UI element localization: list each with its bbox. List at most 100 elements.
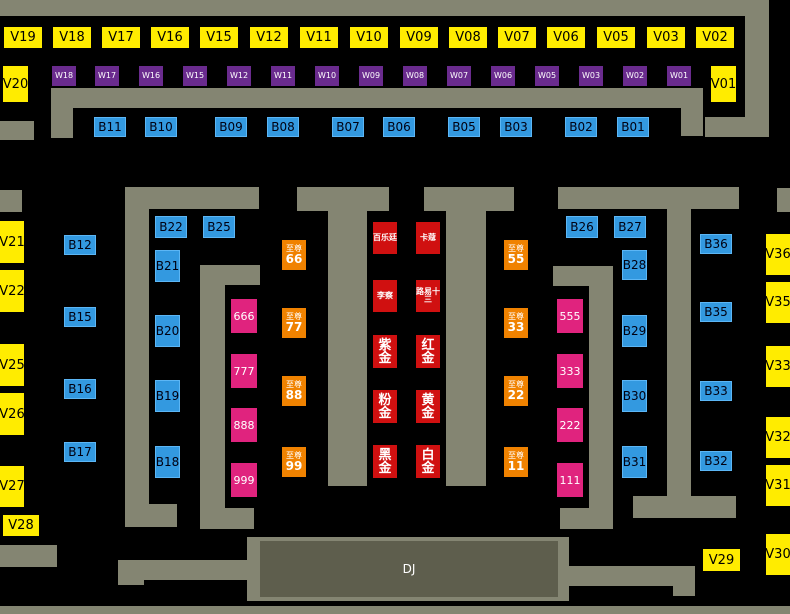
- booth-b15[interactable]: B15: [64, 307, 96, 327]
- booth-v26[interactable]: V26: [0, 393, 25, 435]
- booth-v31[interactable]: V31: [765, 465, 790, 506]
- booth-b01[interactable]: B01: [617, 117, 649, 137]
- booth-v05[interactable]: V05: [597, 27, 635, 48]
- booth-v28[interactable]: V28: [3, 515, 39, 536]
- booth-555[interactable]: 555: [557, 299, 583, 333]
- booth-w15[interactable]: W15: [183, 66, 207, 86]
- booth-zhizun-77[interactable]: 至尊 77: [282, 308, 306, 338]
- booth-zhizun-55[interactable]: 至尊 55: [504, 240, 528, 270]
- booth-v30[interactable]: V30: [765, 534, 790, 575]
- booth-b06[interactable]: B06: [383, 117, 415, 137]
- booth-w02[interactable]: W02: [623, 66, 647, 86]
- booth-v12[interactable]: V12: [250, 27, 288, 48]
- booth-v08[interactable]: V08: [449, 27, 487, 48]
- booth-b26[interactable]: B26: [566, 216, 598, 238]
- booth-baijin[interactable]: 白金: [416, 445, 440, 478]
- booth-v02[interactable]: V02: [696, 27, 734, 48]
- booth-v06[interactable]: V06: [547, 27, 585, 48]
- booth-b32[interactable]: B32: [700, 451, 732, 471]
- booth-v03[interactable]: V03: [647, 27, 685, 48]
- booth-v29[interactable]: V29: [703, 549, 740, 571]
- booth-b07[interactable]: B07: [332, 117, 364, 137]
- booth-heijin[interactable]: 黑金: [373, 445, 397, 478]
- booth-v36[interactable]: V36: [765, 234, 790, 275]
- booth-b16[interactable]: B16: [64, 379, 96, 399]
- booth-zijin[interactable]: 紫金: [373, 335, 397, 368]
- booth-v27[interactable]: V27: [0, 466, 25, 507]
- booth-hongjin[interactable]: 红金: [416, 335, 440, 368]
- booth-b02[interactable]: B02: [565, 117, 597, 137]
- booth-v16[interactable]: V16: [151, 27, 189, 48]
- booth-zhizun-66[interactable]: 至尊 66: [282, 240, 306, 270]
- booth-v33[interactable]: V33: [765, 346, 790, 387]
- booth-b05[interactable]: B05: [448, 117, 480, 137]
- booth-w05[interactable]: W05: [535, 66, 559, 86]
- booth-b20[interactable]: B20: [155, 315, 180, 347]
- booth-w10[interactable]: W10: [315, 66, 339, 86]
- booth-222[interactable]: 222: [557, 408, 583, 442]
- booth-louis-xiii[interactable]: 路易十三: [416, 280, 440, 312]
- booth-zhizun-33[interactable]: 至尊 33: [504, 308, 528, 338]
- booth-v20[interactable]: V20: [3, 66, 28, 102]
- booth-999[interactable]: 999: [231, 463, 257, 497]
- booth-w18[interactable]: W18: [52, 66, 76, 86]
- booth-w08[interactable]: W08: [403, 66, 427, 86]
- booth-v25[interactable]: V25: [0, 344, 25, 386]
- booth-b17[interactable]: B17: [64, 442, 96, 462]
- booth-zhizun-99[interactable]: 至尊 99: [282, 447, 306, 477]
- booth-b29[interactable]: B29: [622, 315, 647, 347]
- booth-zhizun-22[interactable]: 至尊 22: [504, 376, 528, 406]
- booth-w16[interactable]: W16: [139, 66, 163, 86]
- booth-b11[interactable]: B11: [94, 117, 126, 137]
- booth-b35[interactable]: B35: [700, 302, 732, 322]
- booth-b19[interactable]: B19: [155, 380, 180, 412]
- booth-b28[interactable]: B28: [622, 250, 647, 280]
- booth-w06[interactable]: W06: [491, 66, 515, 86]
- booth-777[interactable]: 777: [231, 354, 257, 388]
- booth-w12[interactable]: W12: [227, 66, 251, 86]
- booth-huangjin[interactable]: 黄金: [416, 390, 440, 423]
- booth-b36[interactable]: B36: [700, 234, 732, 254]
- booth-b18[interactable]: B18: [155, 446, 180, 478]
- booth-v01[interactable]: V01: [711, 66, 736, 102]
- booth-b08[interactable]: B08: [267, 117, 299, 137]
- booth-v10[interactable]: V10: [350, 27, 388, 48]
- booth-v11[interactable]: V11: [300, 27, 338, 48]
- booth-v19[interactable]: V19: [4, 27, 42, 48]
- booth-w03[interactable]: W03: [579, 66, 603, 86]
- booth-w11[interactable]: W11: [271, 66, 295, 86]
- booth-b25[interactable]: B25: [203, 216, 235, 238]
- booth-111[interactable]: 111: [557, 463, 583, 497]
- booth-b33[interactable]: B33: [700, 381, 732, 401]
- booth-b27[interactable]: B27: [614, 216, 646, 238]
- booth-fenjin[interactable]: 粉金: [373, 390, 397, 423]
- booth-v35[interactable]: V35: [765, 282, 790, 323]
- booth-b31[interactable]: B31: [622, 446, 647, 478]
- booth-v32[interactable]: V32: [765, 417, 790, 458]
- booth-b03[interactable]: B03: [500, 117, 532, 137]
- booth-b10[interactable]: B10: [145, 117, 177, 137]
- booth-b12[interactable]: B12: [64, 235, 96, 255]
- booth-333[interactable]: 333: [557, 354, 583, 388]
- booth-888[interactable]: 888: [231, 408, 257, 442]
- booth-kakou[interactable]: 卡蔻: [416, 222, 440, 254]
- booth-zhizun-11[interactable]: 至尊 11: [504, 447, 528, 477]
- booth-w09[interactable]: W09: [359, 66, 383, 86]
- booth-b30[interactable]: B30: [622, 380, 647, 412]
- booth-v15[interactable]: V15: [200, 27, 238, 48]
- booth-666[interactable]: 666: [231, 299, 257, 333]
- booth-b21[interactable]: B21: [155, 250, 180, 282]
- booth-zhizun-88[interactable]: 至尊 88: [282, 376, 306, 406]
- booth-bailetting[interactable]: 百乐廷: [373, 222, 397, 254]
- booth-v07[interactable]: V07: [498, 27, 536, 48]
- booth-b22[interactable]: B22: [155, 216, 187, 238]
- booth-w17[interactable]: W17: [95, 66, 119, 86]
- booth-licha[interactable]: 李察: [373, 280, 397, 312]
- booth-v09[interactable]: V09: [400, 27, 438, 48]
- booth-v17[interactable]: V17: [102, 27, 140, 48]
- booth-v22[interactable]: V22: [0, 270, 25, 312]
- booth-w01[interactable]: W01: [667, 66, 691, 86]
- booth-b09[interactable]: B09: [215, 117, 247, 137]
- booth-v21[interactable]: V21: [0, 221, 25, 263]
- booth-w07[interactable]: W07: [447, 66, 471, 86]
